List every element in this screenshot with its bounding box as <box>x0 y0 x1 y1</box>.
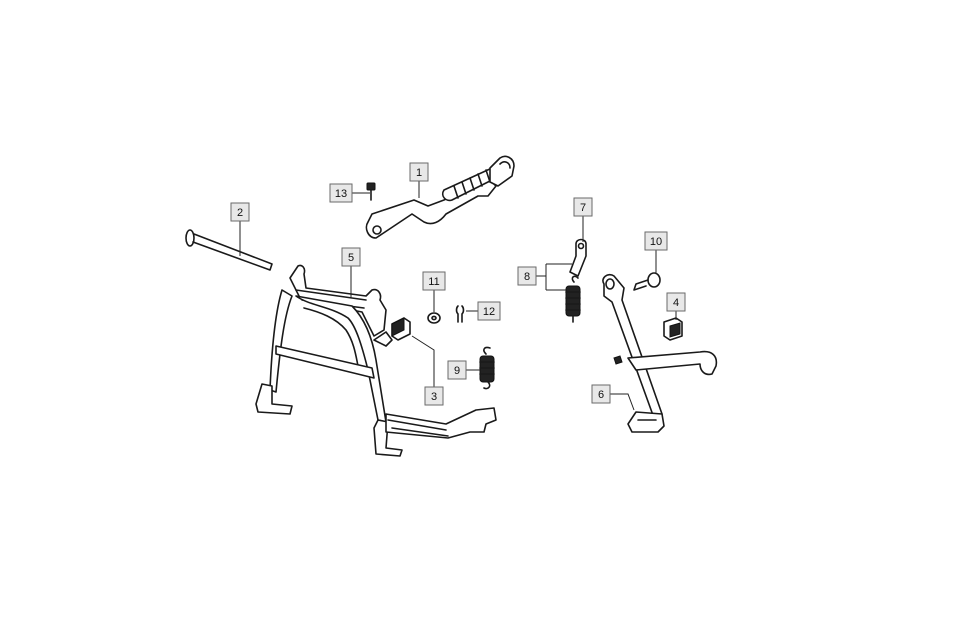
callout-6: 6 <box>591 384 611 404</box>
leader-lines <box>239 181 677 411</box>
callout-8-number: 8 <box>524 271 530 283</box>
callout-10: 10 <box>644 231 668 251</box>
part-side-stand <box>602 273 718 433</box>
part-spring-center <box>479 346 495 390</box>
part-spring-side <box>565 275 581 323</box>
callout-6-number: 6 <box>598 389 604 401</box>
callout-1-number: 1 <box>416 167 422 179</box>
part-shaft-bolt <box>185 229 273 271</box>
callout-7-number: 7 <box>580 202 586 214</box>
callout-5-number: 5 <box>348 252 354 264</box>
callout-11: 11 <box>422 271 446 291</box>
part-small-bolt <box>366 182 376 201</box>
callout-8: 8 <box>517 266 537 286</box>
callout-5: 5 <box>341 247 361 267</box>
callout-4-number: 4 <box>673 297 679 309</box>
callout-2: 2 <box>230 202 250 222</box>
callout-4: 4 <box>666 292 686 312</box>
callout-1: 1 <box>409 162 429 182</box>
callout-3: 3 <box>424 386 444 406</box>
part-center-stand <box>255 264 497 457</box>
part-kick-lever <box>365 155 515 239</box>
callout-9: 9 <box>447 360 467 380</box>
callout-12-number: 12 <box>483 306 495 318</box>
callout-3-number: 3 <box>431 391 437 403</box>
callout-12: 12 <box>477 301 501 321</box>
callout-2-number: 2 <box>237 207 243 219</box>
part-washer <box>427 312 441 324</box>
part-side-stopper <box>663 317 683 341</box>
callout-10-number: 10 <box>650 236 662 248</box>
part-split-pin <box>455 305 465 323</box>
part-pivot-bolt <box>633 272 661 291</box>
callout-13-number: 13 <box>335 188 347 200</box>
callout-7: 7 <box>573 197 593 217</box>
callout-13: 13 <box>329 183 353 203</box>
callout-9-number: 9 <box>454 365 460 377</box>
callout-11-number: 11 <box>428 276 439 288</box>
part-spring-plate <box>569 238 587 277</box>
part-rubber-stopper <box>391 317 411 341</box>
